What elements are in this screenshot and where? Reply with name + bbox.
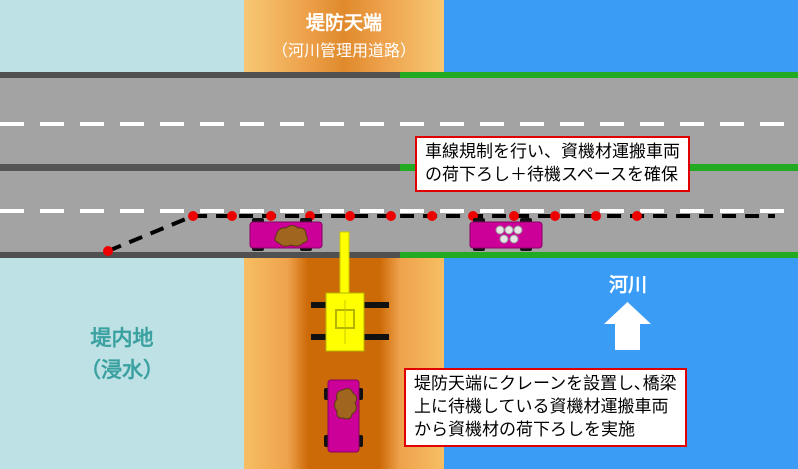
traffic-cone xyxy=(103,246,113,256)
material-truck-loaded xyxy=(249,218,323,251)
lane-restriction-line xyxy=(107,214,775,253)
grass-edge-bottom xyxy=(400,252,798,258)
embankment-top-subtitle: （河川管理用道路） xyxy=(271,41,416,60)
crane-unloading-callout: 堤防天端にクレーンを設置し､橋梁 上に待機している資機材運搬車両 から資機材の荷… xyxy=(404,368,687,447)
callout-line: 車線規制を行い、資機材運搬車両 xyxy=(425,142,680,162)
lane-restriction-callout: 車線規制を行い、資機材運搬車両 の荷下ろし＋待機スペースを確保 xyxy=(415,136,690,192)
protected-side-label: 堤内地 xyxy=(90,326,154,350)
road-median xyxy=(0,164,798,171)
material-truck xyxy=(469,218,543,251)
callout-line: の荷下ろし＋待機スペースを確保 xyxy=(425,165,678,185)
grass-edge-top xyxy=(400,72,798,78)
embankment-top-strip xyxy=(244,0,444,72)
traffic-cone xyxy=(386,211,396,221)
traffic-cone xyxy=(632,211,642,221)
road-edge-bottom xyxy=(0,252,798,258)
protected-side-sublabel: （浸水） xyxy=(80,358,164,382)
traffic-cone xyxy=(227,211,237,221)
callout-line: から資機材の荷下ろしを実施 xyxy=(414,420,635,440)
callout-line: 上に待機している資機材運搬車両 xyxy=(414,397,669,417)
traffic-cone xyxy=(266,211,276,221)
embankment-top-title: 堤防天端 xyxy=(305,12,382,34)
crane xyxy=(311,231,389,352)
traffic-cone xyxy=(550,211,560,221)
traffic-cone xyxy=(509,211,519,221)
traffic-cone xyxy=(345,211,355,221)
road-edge-top xyxy=(0,72,798,78)
traffic-cone xyxy=(188,211,198,221)
traffic-cone xyxy=(591,211,601,221)
traffic-cones xyxy=(103,211,642,256)
river-label: 河川 xyxy=(608,274,647,296)
arrow-up-icon xyxy=(604,302,651,350)
embankment-truck xyxy=(324,379,363,453)
callout-line: 堤防天端にクレーンを設置し､橋梁 xyxy=(414,374,677,394)
traffic-cone xyxy=(427,211,437,221)
